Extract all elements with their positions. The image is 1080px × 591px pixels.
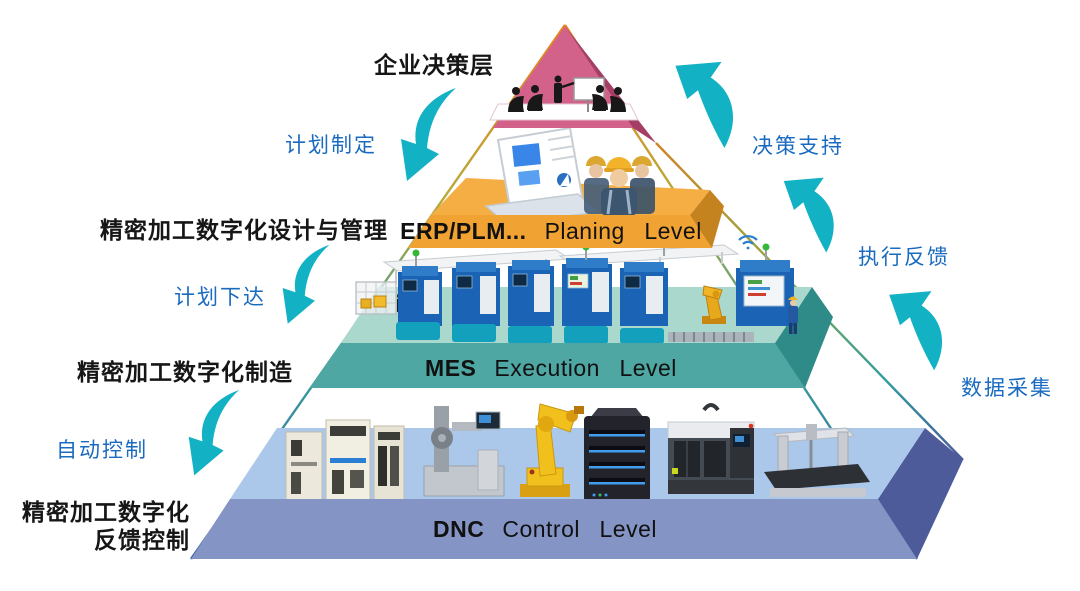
flow-label-plan-make: 计划制定 — [285, 134, 377, 157]
planning-level — [408, 126, 724, 248]
arrow-decision-support-icon — [675, 61, 734, 149]
planning-side-label: 精密加工数字化设计与管理 — [100, 217, 388, 243]
flow-label-auto-control: 自动控制 — [56, 439, 148, 462]
mes-band-label-bold: MES — [425, 354, 477, 381]
operator-icon — [788, 296, 798, 334]
mes-band — [310, 343, 805, 388]
robot-arm-icon — [520, 403, 584, 497]
plc-icon — [285, 419, 405, 505]
server-icon — [582, 408, 652, 508]
flow-label-data-collection: 数据采集 — [961, 377, 1053, 400]
conveyor-belt — [668, 332, 754, 342]
execution-side-label: 精密加工数字化制造 — [77, 359, 293, 385]
control-side-label: 精密加工数字化 反馈控制 — [16, 498, 190, 554]
workers-icon — [584, 156, 655, 216]
flow-label-decision-support: 决策支持 — [752, 135, 844, 158]
control-equipment-illustration — [285, 403, 870, 508]
erp-band — [408, 215, 712, 248]
terminal-station — [736, 260, 794, 326]
dnc-band-label: DNC Control Level — [382, 512, 708, 546]
flow-label-plan-release: 计划下达 — [174, 286, 266, 309]
erp-band-label-rest: Planing Level — [544, 217, 702, 244]
erp-band-label-bold: ERP/PLM... — [400, 217, 527, 244]
dnc-band-label-rest: Control Level — [502, 515, 657, 542]
decision-level — [489, 26, 656, 143]
cnc-station-row — [398, 258, 668, 326]
dnc-band — [191, 499, 917, 559]
arrow-plan-release-icon — [282, 244, 330, 324]
mes-band-label-rest: Execution Level — [494, 354, 677, 381]
erp-band-label: ERP/PLM... Planing Level — [390, 216, 712, 246]
dnc-band-label-bold: DNC — [432, 515, 485, 542]
arrow-data-collection-icon — [889, 291, 943, 371]
erp-side-panel — [690, 190, 724, 248]
dnc-level — [191, 403, 963, 559]
conveyor-pads — [396, 322, 664, 344]
dnc-side-panel — [878, 428, 963, 559]
arrow-execution-feedback-icon — [783, 177, 834, 253]
control-side-label-line1: 精密加工数字化 — [22, 499, 190, 525]
mes-band-label: MES Execution Level — [388, 350, 714, 386]
factory-line-illustration — [355, 225, 798, 344]
mes-level — [310, 225, 833, 388]
meeting-illustration — [489, 75, 639, 121]
control-side-label-line2: 反馈控制 — [94, 527, 190, 553]
decision-side-label: 企业决策层 — [374, 52, 494, 78]
laptop-icon — [484, 126, 600, 225]
wire-basket-icon — [355, 281, 403, 315]
arrow-plan-make-icon — [401, 88, 456, 181]
flow-label-execution-feedback: 执行反馈 — [858, 246, 950, 269]
mes-side-panel — [775, 287, 833, 388]
cmm-machine-icon — [764, 424, 870, 497]
arrow-auto-control-icon — [188, 389, 240, 476]
cnc-machine-icon — [667, 403, 755, 494]
gauge-machine-icon — [423, 406, 505, 497]
